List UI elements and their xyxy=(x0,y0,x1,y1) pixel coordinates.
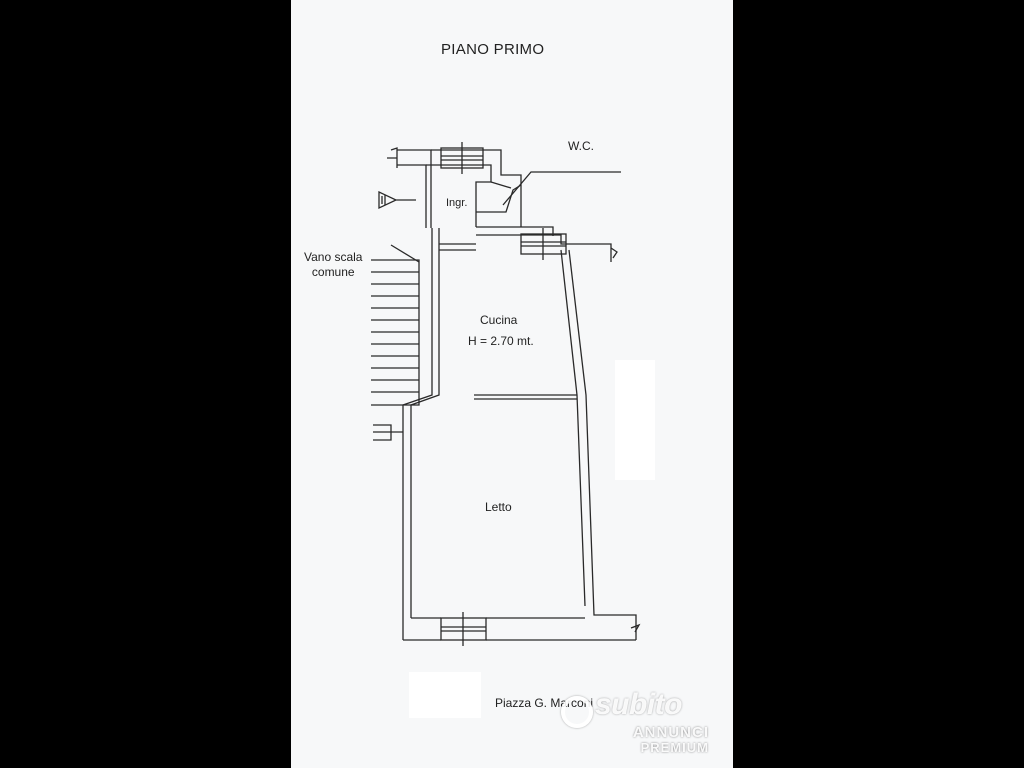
bedroom-label: Letto xyxy=(485,500,512,514)
entrance-arrow xyxy=(378,190,416,210)
common-stairwell xyxy=(371,244,420,406)
kitchen-north-wall xyxy=(439,243,476,251)
entrance-walls xyxy=(397,149,432,228)
entrance-label: Ingr. xyxy=(446,197,468,209)
stairwell-label-line2: comune xyxy=(311,265,355,279)
floor-plan-sheet: PIANO PRIMO W.C. Ingr. Vano scala comune… xyxy=(291,0,733,768)
wc-door xyxy=(476,184,522,213)
watermark-line2: PREMIUM xyxy=(640,740,709,755)
watermark-line1: ANNUNCI xyxy=(632,724,709,741)
partition-wall xyxy=(474,394,577,400)
watermark-brand: subito xyxy=(595,688,683,721)
wc-label: W.C. xyxy=(568,139,594,153)
west-wall xyxy=(402,228,433,640)
plan-title: PIANO PRIMO xyxy=(441,41,545,58)
subito-logo-icon xyxy=(561,696,593,728)
west-wall-inner xyxy=(410,228,440,618)
stairwell-label: Vano scala comune xyxy=(304,250,362,280)
east-wall-inner xyxy=(560,249,586,607)
watermark: subito ANNUNCI PREMIUM xyxy=(557,688,727,760)
stairwell-label-line1: Vano scala xyxy=(304,250,363,264)
floor-plan-drawing xyxy=(371,142,655,718)
kitchen-height-label: H = 2.70 mt. xyxy=(468,334,534,348)
wc-leader xyxy=(502,171,621,206)
kitchen-label: Cucina xyxy=(480,313,518,327)
east-wall xyxy=(568,249,637,640)
